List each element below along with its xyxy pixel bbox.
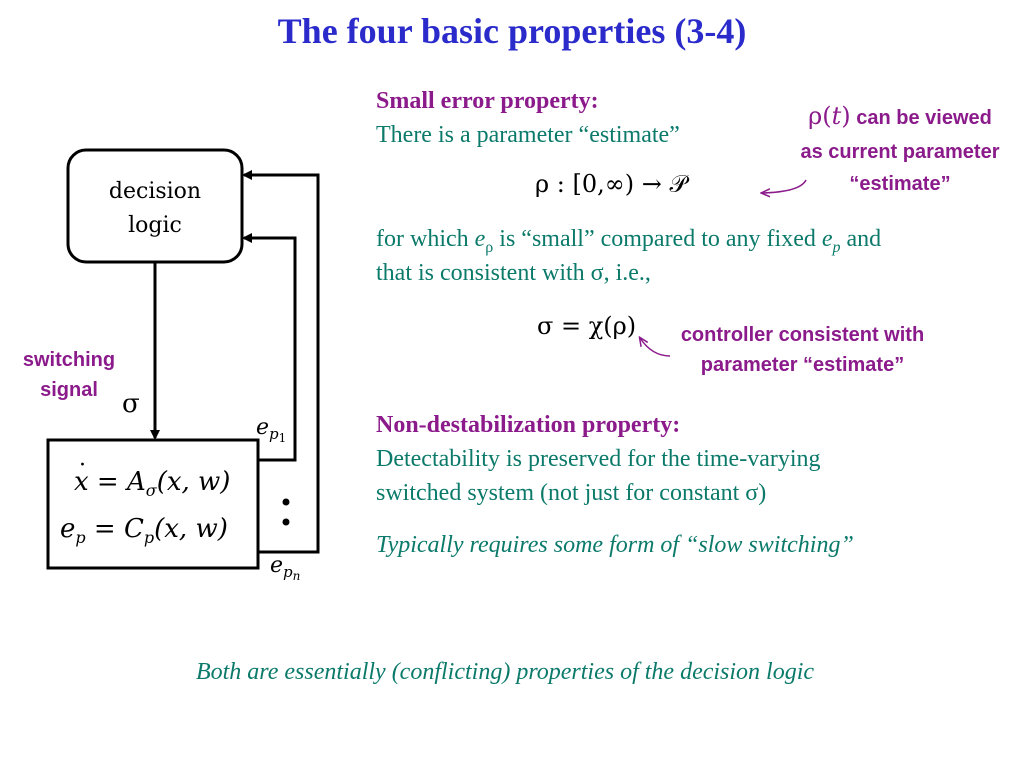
epn-label: epn <box>270 553 300 583</box>
for-which-line: for which eρ is “small” compared to any … <box>376 226 882 256</box>
system-equation-1: x = Aσ(x, w) <box>74 467 230 500</box>
feedback-ep1-line <box>242 233 297 462</box>
decision-label-1: decision <box>109 179 201 204</box>
x-dot-mark: · <box>79 453 86 478</box>
rho-definition: ρ : [0,∞) → 𝒫 <box>535 170 687 198</box>
non-destab-line1: Detectability is preserved for the time-… <box>376 446 821 472</box>
typically-line: Typically requires some form of “slow sw… <box>376 532 854 558</box>
page-title: The four basic properties (3-4) <box>277 11 747 51</box>
controller-annotation-arrow <box>640 338 671 357</box>
dot-2 <box>282 518 290 526</box>
decision-label-2: logic <box>128 213 182 238</box>
sigma-equation: σ = χ(ρ) <box>537 312 637 340</box>
consistent-line: that is consistent with σ, i.e., <box>376 260 651 286</box>
small-error-heading: Small error property: <box>376 88 599 114</box>
controller-annotation: controller consistent with parameter “es… <box>680 324 925 376</box>
system-equation-2: ep = Cp(x, w) <box>60 514 228 547</box>
switching-signal-label: switching signal <box>22 349 116 401</box>
small-error-line1: There is a parameter “estimate” <box>376 122 680 148</box>
ep1-label: ep1 <box>256 415 286 445</box>
dot-1 <box>282 498 290 506</box>
decision-logic-box <box>66 148 244 264</box>
rho-annotation-arrow <box>762 179 807 193</box>
non-destab-heading: Non-destabilization property: <box>376 412 681 438</box>
non-destab-line2: switched system (not just for constant σ… <box>376 480 767 506</box>
rho-annotation: ρ(t) can be viewed as current parameter … <box>800 102 1000 195</box>
footer-note: Both are essentially (conflicting) prope… <box>195 659 815 685</box>
feedback-epn-line <box>242 170 320 554</box>
sigma-label: σ <box>122 389 140 419</box>
system-box <box>46 438 260 570</box>
